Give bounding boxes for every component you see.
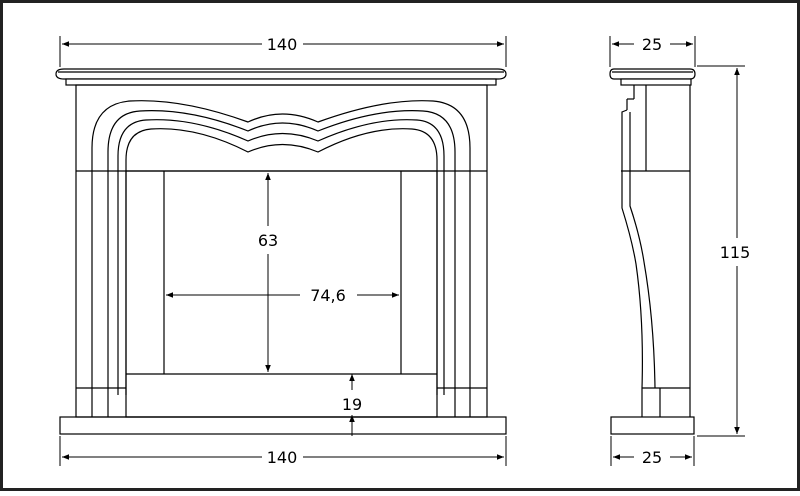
label-side-height: 115 — [720, 243, 751, 262]
label-front-bottom-width: 140 — [267, 448, 298, 467]
label-hearth-height: 19 — [342, 395, 362, 414]
label-side-top-depth: 25 — [642, 35, 662, 54]
label-opening-height: 63 — [258, 231, 278, 250]
arch-moulding — [91, 100, 471, 417]
front-view — [55, 68, 507, 435]
dim-side-height — [697, 65, 745, 437]
dim-front-bottom-width — [59, 436, 507, 466]
side-view — [609, 68, 696, 435]
dim-side-top-depth — [609, 36, 696, 67]
label-side-bottom-depth: 25 — [642, 448, 662, 467]
hearth-slab — [59, 416, 507, 435]
mantel-body — [75, 84, 488, 418]
label-front-top-width: 140 — [267, 35, 298, 54]
label-opening-width: 74,6 — [310, 286, 346, 305]
mantel-shelf — [55, 68, 507, 86]
firebox-opening — [76, 170, 487, 418]
dim-side-bottom-depth — [610, 436, 695, 466]
dim-front-top-width — [59, 36, 507, 67]
